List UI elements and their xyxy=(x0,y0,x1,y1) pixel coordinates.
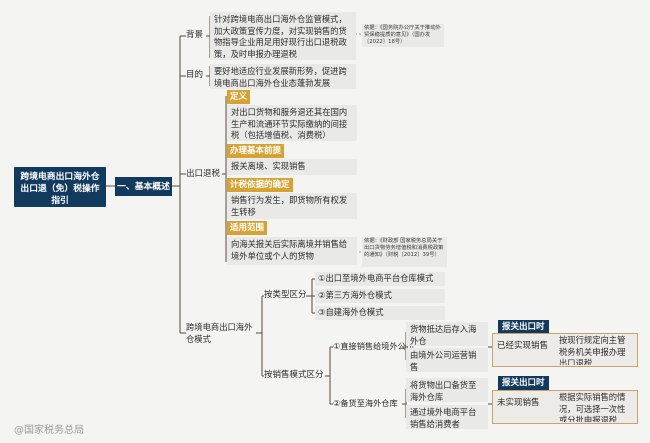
premise-tag: 办理基本前提 xyxy=(227,144,285,158)
refund-label: 出口退税 xyxy=(186,169,221,179)
unsold-text: 根据实际销售的情况，可选择一次性或分批申报退税 xyxy=(559,392,626,422)
tax-basis-text: 销售行为发生，即货物所有权发生转移 xyxy=(227,193,357,219)
direct-item-1: 货物抵达后存入海外仓 xyxy=(406,322,488,346)
tax-basis-tag: 计税依据的确定 xyxy=(227,178,293,192)
type-item-1: ①出口至境外电商平台仓库模式 xyxy=(315,272,445,286)
model-label: 跨境电商出口海外仓模式 xyxy=(186,322,253,344)
by-sales-label: 按销售模式区分 xyxy=(264,370,324,380)
background-label: 背景 xyxy=(186,30,204,40)
direct-sales-label: ①直接销售给境外公司 xyxy=(333,341,415,351)
purpose-label: 目的 xyxy=(186,70,204,80)
scope-note: 依据：《财政部 国家税务总局关于出口货物劳务增值税和消费税政策的通知》（财税〔2… xyxy=(362,237,447,267)
background-text: 针对跨境电商出口海外仓监管模式，加大政策宣传力度，对实现销售的货物指导企业用足用… xyxy=(210,12,356,60)
sold-group xyxy=(492,333,638,367)
sold-label: 已经实现销售 xyxy=(497,341,549,351)
by-type-label: 按类型区分 xyxy=(264,290,307,300)
stock-item-1: 将货物出口备货至海外仓库 xyxy=(406,378,488,402)
root-node: 跨境电商出口海外仓出口退（免）税操作指引 xyxy=(14,167,106,207)
stock-label: ②备货至海外仓库 xyxy=(333,398,398,408)
premise-text: 报关离境、实现销售 xyxy=(227,159,357,175)
background-note: 依据：《国务院办公厅关于推动外贸保稳提质的意见》（国办发〔2022〕18号） xyxy=(362,24,444,47)
definition-text: 对出口货物和服务退还其在国内生产和流通环节实际缴纳的间接税（包括增值税、消费税） xyxy=(227,105,357,141)
export-tag-unsold: 报关出口时 xyxy=(498,376,549,390)
type-item-2: ②第三方海外仓模式 xyxy=(315,289,445,303)
scope-tag: 适用范围 xyxy=(227,221,268,235)
sold-text: 按现行规定向主管税务机关申报办理出口退税 xyxy=(559,335,626,365)
definition-tag: 定义 xyxy=(227,90,251,104)
stock-item-2: 通过境外电商平台销售给消费者 xyxy=(406,405,488,429)
watermark: @国家税务总局 xyxy=(14,425,84,436)
type-item-3: ③自建海外仓模式 xyxy=(315,306,445,320)
direct-item-2: 由境外公司运营销售 xyxy=(406,348,488,372)
unsold-label: 未实现销售 xyxy=(497,398,540,408)
purpose-text: 要好地适应行业发展新形势，促进跨境电商出口海外仓业态蓬勃发展 xyxy=(210,64,356,89)
scope-text: 向海关报关后实际离境并销售给境外单位或个人的货物 xyxy=(227,237,357,265)
unsold-group xyxy=(492,390,638,424)
main-node: 一、基本概述 xyxy=(115,177,172,196)
export-tag-sold: 报关出口时 xyxy=(498,320,549,334)
